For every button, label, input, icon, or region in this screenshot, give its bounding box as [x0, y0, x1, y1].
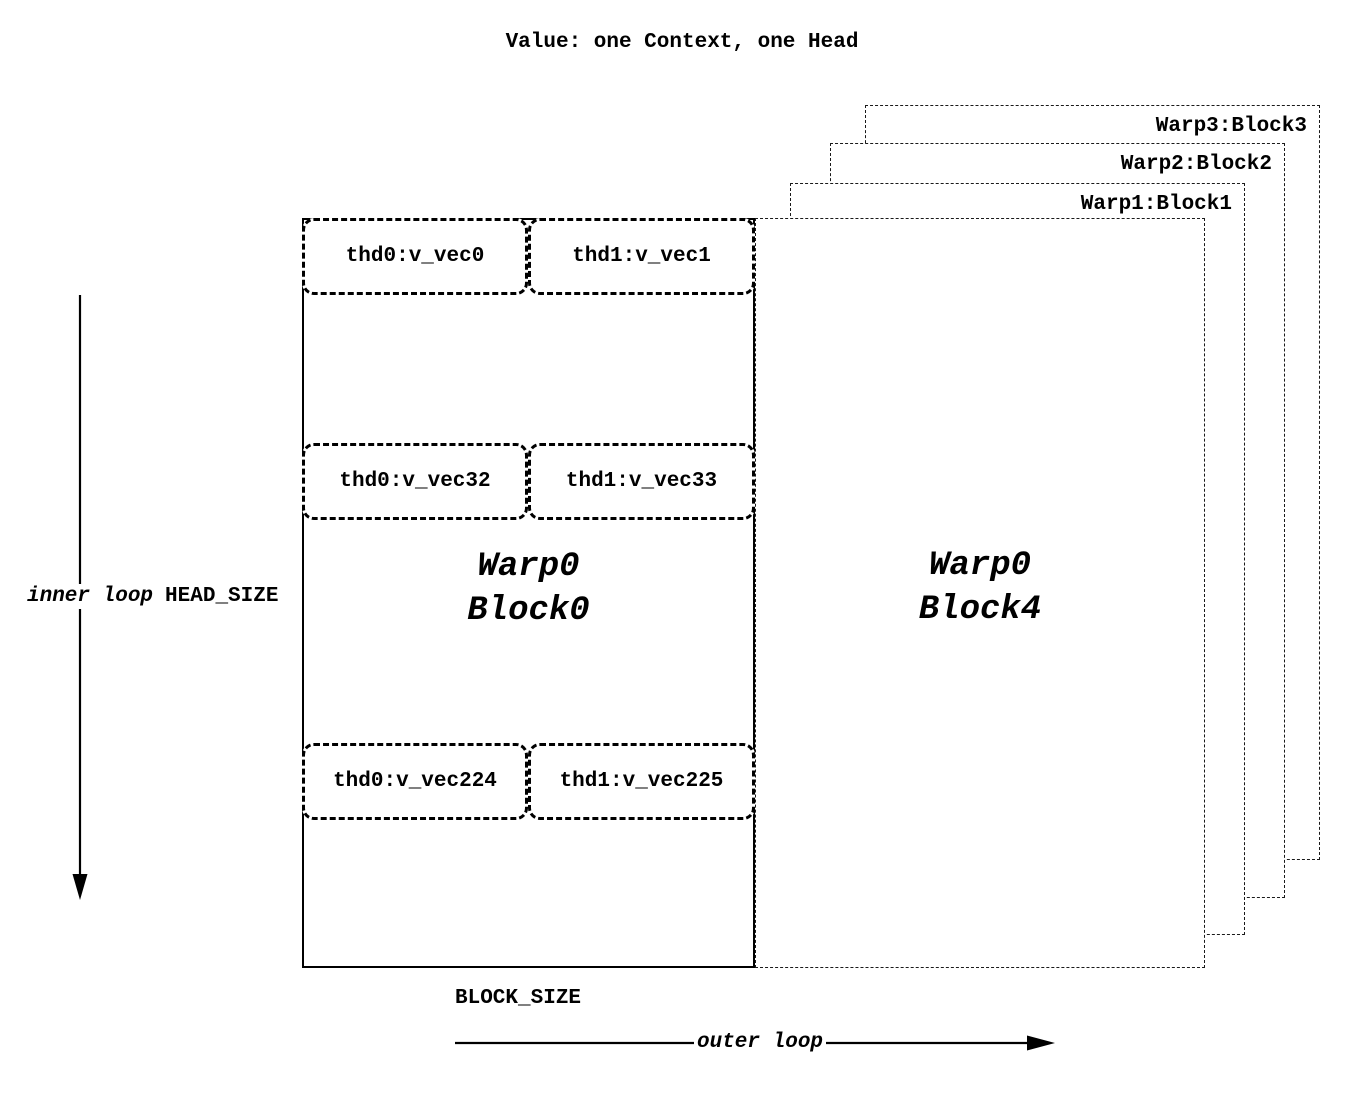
block0-label-line2: Block0 — [467, 592, 590, 630]
vector-box-0-left: thd0:v_vec0 — [302, 218, 528, 295]
warp0-block4-label: Warp0 Block4 — [756, 544, 1204, 632]
warp0-block0-rect: Warp0 Block0 — [302, 218, 755, 968]
block0-label-line1: Warp0 — [477, 548, 580, 586]
vector-box-1-right: thd1:v_vec33 — [528, 443, 755, 520]
head-size-label: HEAD_SIZE — [165, 585, 279, 608]
warp0-block4-rect: Warp0 Block4 — [755, 218, 1205, 968]
block4-label-line2: Block4 — [918, 591, 1042, 629]
warp1-block1-label: Warp1:Block1 — [1080, 193, 1232, 216]
inner-loop-head-size-label: inner loop HEAD_SIZE — [25, 584, 281, 609]
vector-box-2-right: thd1:v_vec225 — [528, 743, 755, 820]
block-size-label: BLOCK_SIZE — [455, 987, 582, 1010]
warp0-block0-label: Warp0 Block0 — [304, 545, 753, 633]
vector-box-2-left: thd0:v_vec224 — [302, 743, 528, 820]
block4-label-line1: Warp0 — [928, 547, 1032, 585]
warp3-block3-label: Warp3:Block3 — [1155, 115, 1307, 138]
vector-box-0-right: thd1:v_vec1 — [528, 218, 755, 295]
vector-box-1-left: thd0:v_vec32 — [302, 443, 528, 520]
inner-loop-label: inner loop — [27, 585, 154, 608]
diagram-title: Value: one Context, one Head — [505, 31, 859, 54]
warp2-block2-label: Warp2:Block2 — [1120, 153, 1272, 176]
outer-loop-label: outer loop — [694, 1031, 827, 1054]
